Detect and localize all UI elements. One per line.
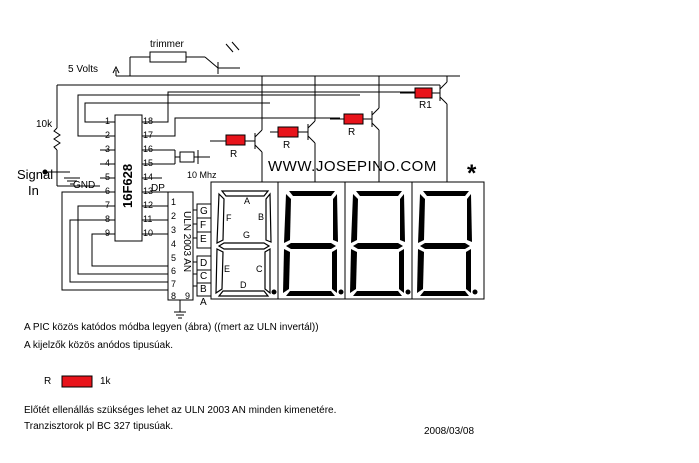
uln-output-a: A — [200, 297, 207, 308]
pic-pin: 8 — [105, 214, 111, 224]
uln-pin: 6 — [171, 266, 177, 276]
segment-d-label: D — [240, 280, 247, 290]
gnd-label: GND — [73, 180, 96, 191]
trimmer-label: trimmer — [150, 39, 184, 50]
uln-pin: 8 — [171, 291, 177, 301]
signal-label: Signal — [17, 167, 54, 182]
uln-output-f: F — [200, 220, 207, 231]
display-frame — [210, 181, 485, 300]
crystal — [179, 151, 195, 163]
segment-b-label: B — [258, 212, 265, 222]
uln-pin: 4 — [171, 239, 177, 249]
crystal-label: 10 Mhz — [187, 170, 217, 180]
pic-pin: 2 — [105, 130, 111, 140]
note-line-2: A kijelzők közös anódos tipusúak. — [24, 340, 173, 351]
segment-a-label: A — [244, 196, 251, 206]
note-line-4: Tranzisztorok pl BC 327 tipusúak. — [24, 421, 174, 432]
pic-pin: 5 — [105, 172, 111, 182]
resistor-r-label-2: R — [283, 140, 291, 151]
uln-output-g: G — [200, 206, 208, 217]
pic-pin: 16 — [143, 144, 154, 154]
note-line-3: Előtét ellenállás szükséges lehet az ULN… — [24, 405, 337, 416]
pic-pin: 4 — [105, 158, 111, 168]
pic-pin: 7 — [105, 200, 111, 210]
supply-label: 5 Volts — [68, 64, 99, 75]
pic-pin: 17 — [143, 130, 154, 140]
pic-pin: 18 — [143, 116, 154, 126]
uln-pin: 9 — [185, 291, 191, 301]
legend-resistor-swatch — [61, 375, 93, 388]
date-label: 2008/03/08 — [424, 426, 475, 437]
segment-g-label: G — [243, 230, 251, 240]
pic-chip-label: 16F628 — [120, 163, 135, 208]
uln-chip — [167, 191, 194, 301]
note-line-1: A PIC közös katódos módba legyen (ábra) … — [24, 322, 319, 333]
uln-output-b: B — [200, 284, 207, 295]
resistor-r-2 — [277, 126, 299, 138]
pic-pin: 12 — [143, 200, 154, 210]
resistor-r-1 — [225, 134, 246, 146]
uln-output-e: E — [200, 234, 207, 245]
uln-pin: 7 — [171, 279, 177, 289]
legend-value-label: 1k — [100, 376, 111, 387]
website-label: WWW.JOSEPINO.COM — [268, 158, 437, 175]
pic-pin: 1 — [105, 116, 111, 126]
pic-pin: 14 — [143, 172, 154, 182]
star-marker: * — [467, 160, 477, 187]
resistor-r-label-1: R — [230, 149, 238, 160]
legend-r-label: R — [44, 376, 52, 387]
segment-f-label: F — [226, 213, 232, 223]
trimmer-resistor — [149, 51, 187, 63]
signal-in-label: In — [28, 183, 39, 198]
uln-output-d: D — [200, 258, 208, 269]
pic-pin: 6 — [105, 186, 111, 196]
uln-pin: 3 — [171, 225, 177, 235]
pic-pin: 3 — [105, 144, 111, 154]
pic-pin: 15 — [143, 158, 154, 168]
resistor-r1-label: R1 — [419, 100, 432, 111]
resistor-r-label-3: R — [348, 127, 356, 138]
uln-output-c: C — [200, 271, 208, 282]
pic-pin: 9 — [105, 228, 111, 238]
pic-pin: 13 — [143, 186, 154, 196]
uln-pin: 1 — [171, 197, 177, 207]
pic-pin: 11 — [143, 214, 153, 224]
pic-chip — [114, 114, 143, 242]
resistor-r-3 — [343, 113, 364, 125]
uln-pin: 2 — [171, 211, 177, 221]
uln-pin: 5 — [171, 253, 177, 263]
resistor-r1 — [414, 87, 433, 99]
r10k-label: 10k — [36, 119, 53, 130]
segment-e-label: E — [224, 264, 231, 274]
seven-segment-digits — [215, 190, 478, 297]
pic-pin: 10 — [143, 228, 154, 238]
dp-label: DP — [151, 183, 165, 194]
uln-chip-label: ULN 2003 AN — [181, 211, 192, 273]
segment-c-label: C — [256, 264, 263, 274]
